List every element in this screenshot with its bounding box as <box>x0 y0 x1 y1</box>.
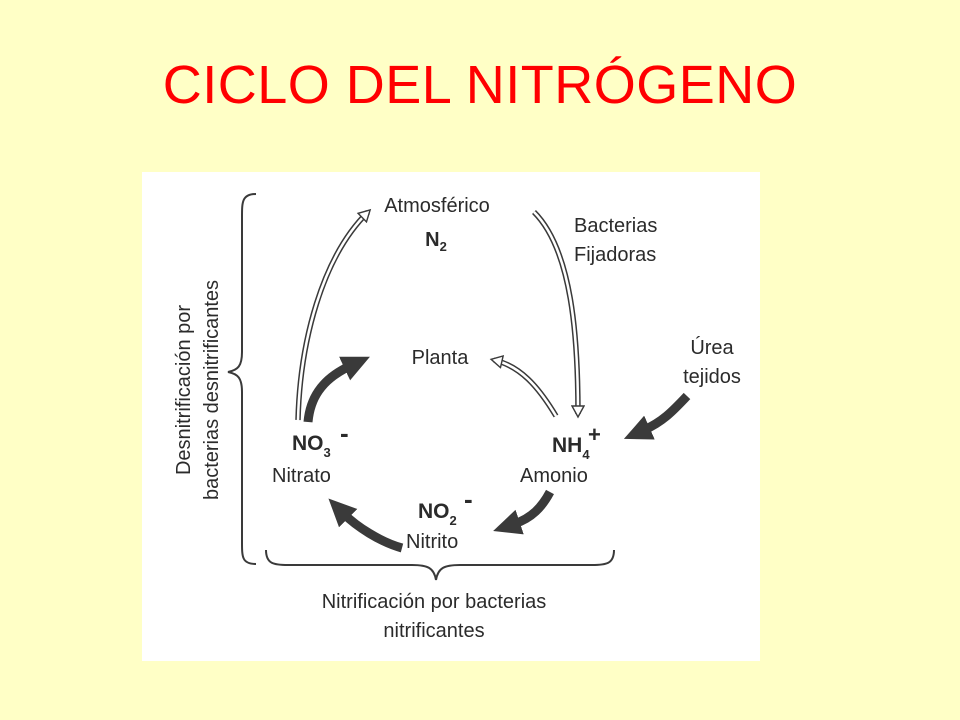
ammonium-label: Amonio <box>520 465 588 487</box>
urea-label: Úrea <box>690 336 734 359</box>
n2-formula: N2 <box>425 229 447 254</box>
nitrite-charge: - <box>464 484 473 514</box>
denitrification-label-2: bacterias desnitrificantes <box>201 280 223 500</box>
denitrification-label-1: Desnitrificación por <box>173 305 195 475</box>
fixing-bacteria-label-1: Bacterias <box>574 215 657 237</box>
nitrogen-cycle-diagram: Atmosférico N2 Bacterias Fijadoras Plant… <box>142 172 760 661</box>
denitrification-text: Desnitrificación por bacterias desnitrif… <box>173 280 223 500</box>
urea-to-ammonium-arrow <box>623 392 691 440</box>
fixation-arrow <box>532 210 578 414</box>
ammonium-charge: + <box>588 422 601 447</box>
denitrification-arrow <box>295 212 368 421</box>
nitrite-label: Nitrito <box>406 531 458 553</box>
nitrification-label-1: Nitrificación por bacterias <box>322 591 547 613</box>
tissues-label: tejidos <box>683 366 741 388</box>
plant-label: Planta <box>412 347 470 369</box>
nitrite-formula: NO2 <box>418 500 457 528</box>
nitrate-formula: NO3 <box>292 432 331 460</box>
ammonium-formula: NH4 <box>552 434 590 462</box>
nitrite-to-nitrate-arrow <box>328 498 404 553</box>
ammonium-to-nitrite-arrow <box>493 489 554 535</box>
slide-title: CICLO DEL NITRÓGENO <box>162 55 798 115</box>
diagram-canvas: Atmosférico N2 Bacterias Fijadoras Plant… <box>173 193 741 642</box>
nitrate-charge: - <box>340 418 349 448</box>
nitrification-brace <box>265 549 615 581</box>
denitrification-brace <box>227 193 257 565</box>
ammonium-to-plant-arrow <box>494 360 559 418</box>
nitrification-label-2: nitrificantes <box>383 620 484 642</box>
nitrate-label: Nitrato <box>272 465 331 487</box>
atmospheric-label: Atmosférico <box>384 195 490 217</box>
fixing-bacteria-label-2: Fijadoras <box>574 244 656 266</box>
nitrate-to-plant-arrow <box>303 356 370 423</box>
